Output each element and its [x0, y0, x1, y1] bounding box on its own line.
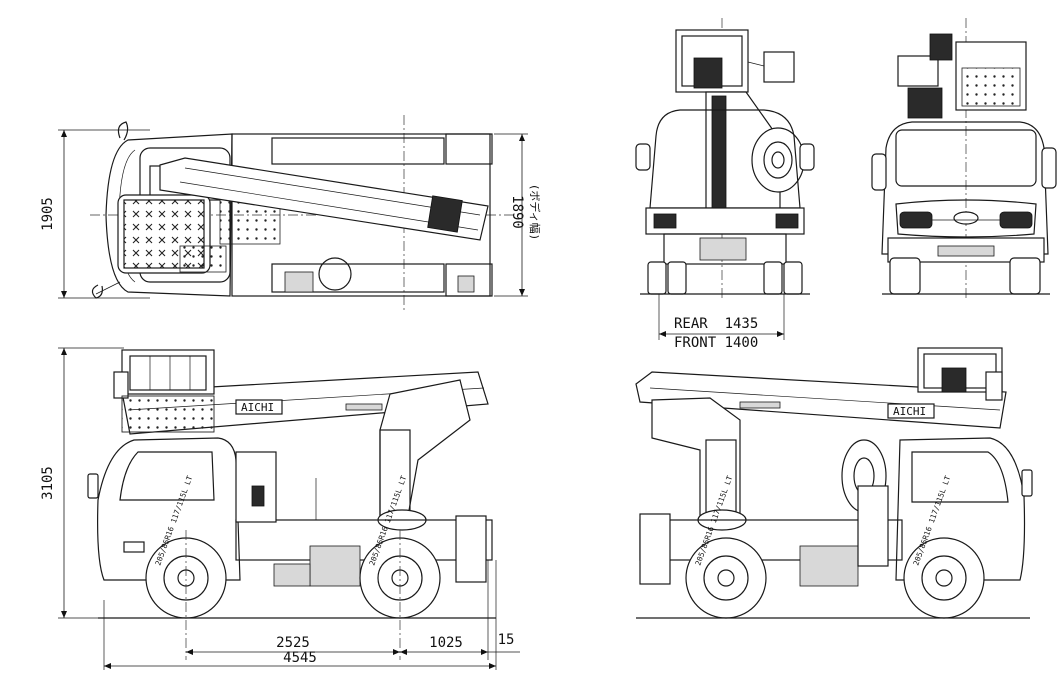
front-view — [871, 18, 1057, 300]
top-view: 1905 1890 (ボディ幅) — [40, 115, 542, 310]
brand-right: AICHI — [893, 405, 926, 418]
dim-rear-step: 15 — [498, 632, 515, 648]
dim-rear-track: REAR 1435 — [674, 316, 758, 332]
dim-height: 3105 — [40, 466, 56, 500]
rear-view: REAR 1435 FRONT 1400 — [635, 18, 815, 351]
dim-rear-overhang: 1025 — [429, 635, 463, 651]
dim-front-track: FRONT 1400 — [674, 335, 758, 351]
right-side-view: AICHI 205/85R16 117/115L LT 205/85R16 11… — [635, 347, 1033, 619]
brand-left: AICHI — [241, 401, 274, 414]
left-side-view: AICHI 205/85R16 117/115L LT — [40, 347, 520, 670]
dim-wheelbase: 2525 — [276, 635, 310, 651]
dim-body-width-note: (ボディ幅) — [528, 184, 542, 240]
dim-overall-length: 4545 — [283, 650, 317, 666]
dim-body-width: 1890 — [509, 195, 525, 229]
dim-top-width: 1905 — [40, 197, 56, 231]
